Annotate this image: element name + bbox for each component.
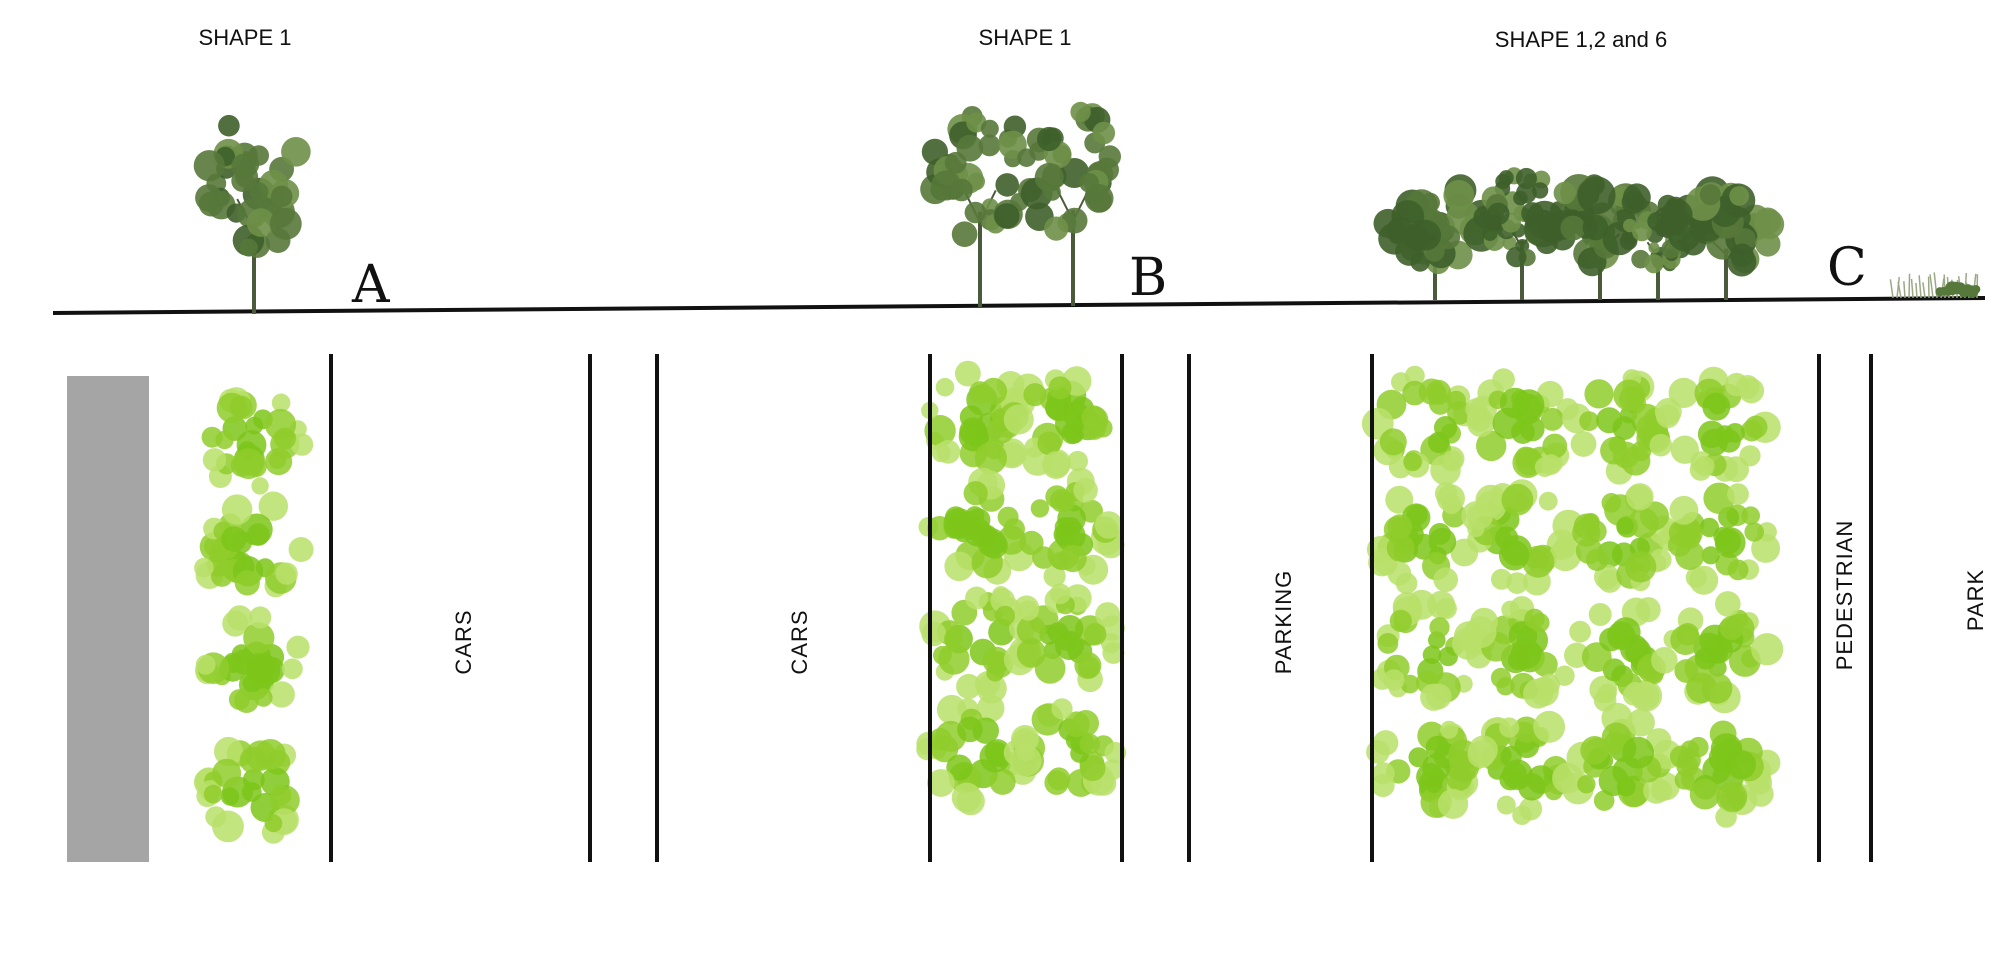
grass-clumps <box>1889 272 1981 299</box>
shrub-icon <box>1572 483 1678 593</box>
lane-label-pedestrian: PEDESTRIAN <box>1832 520 1857 671</box>
shrub-icon <box>1656 366 1781 483</box>
tree-icon <box>1661 176 1785 300</box>
section-letter-b: B <box>1129 248 1167 308</box>
shrub-icon <box>1461 596 1575 709</box>
shrub-icon <box>201 387 314 495</box>
shrub-icon <box>1003 583 1125 693</box>
shape-title-c: SHAPE 1,2 and 6 <box>1495 27 1667 52</box>
shape-title-b: SHAPE 1 <box>979 25 1072 50</box>
plan-shrubs <box>193 360 1784 844</box>
shrub-icon <box>1366 482 1479 595</box>
shrub-icon <box>1461 479 1585 596</box>
building-block <box>67 376 149 862</box>
lane-label-parking: PARKING <box>1271 570 1296 674</box>
shrub-icon <box>1669 720 1781 828</box>
shrub-icon <box>1019 467 1125 588</box>
elevation-trees <box>193 101 1785 314</box>
shrub-icon <box>1467 710 1584 825</box>
tree-icon <box>1017 101 1122 306</box>
shrub-icon <box>1371 589 1485 711</box>
tree-icon <box>1373 174 1504 300</box>
section-letter-c: C <box>1827 238 1867 298</box>
lane-label-park: PARK <box>1963 569 1988 631</box>
lane-dividers <box>329 354 1873 862</box>
ground-line <box>52 296 1986 315</box>
tree-icon <box>193 114 311 314</box>
lane-label-cars-1: CARS <box>451 609 476 674</box>
shrub-icon <box>921 360 1035 475</box>
shrub-icon <box>1663 591 1784 714</box>
shrub-icon <box>194 491 314 598</box>
shrub-icon <box>1366 720 1486 819</box>
shrub-icon <box>195 605 310 713</box>
shrub-icon <box>1465 368 1579 478</box>
shrub-icon <box>918 467 1035 585</box>
tree-icon <box>920 106 1029 307</box>
shrub-icon <box>1562 702 1682 811</box>
shrub-icon <box>916 694 1038 816</box>
lane-label-cars-2: CARS <box>787 609 812 674</box>
tree-icon <box>1524 174 1660 300</box>
shrub-icon <box>1003 366 1113 480</box>
shrub-icon <box>193 736 300 844</box>
shrub-icon <box>1564 597 1678 712</box>
shrub-icon <box>1657 482 1781 595</box>
shrub-icon <box>1003 698 1127 797</box>
shape-title-a: SHAPE 1 <box>199 25 292 50</box>
shrub-icon <box>1361 365 1484 486</box>
section-letter-a: A <box>351 255 391 315</box>
